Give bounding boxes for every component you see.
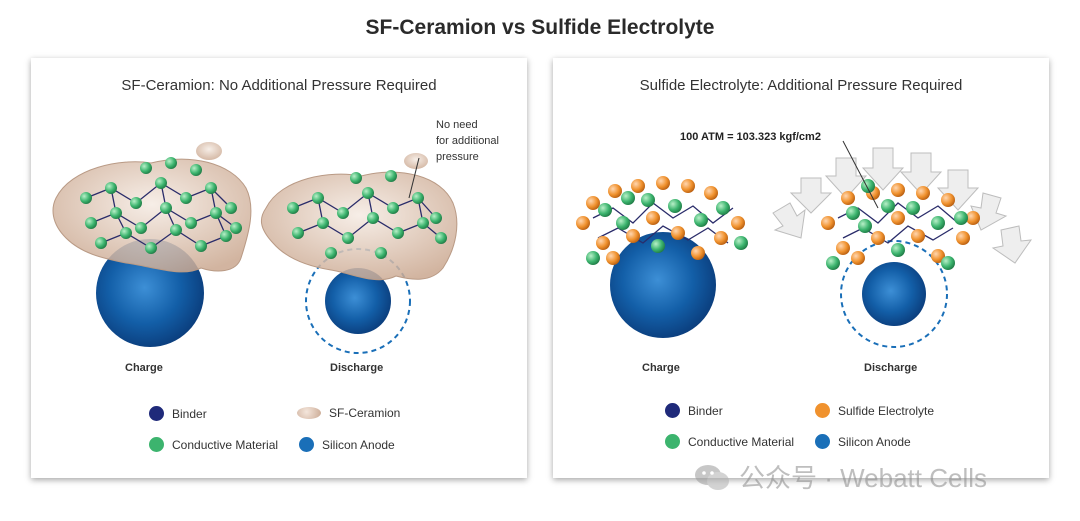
no-pressure-annotation: No need for additional pressure xyxy=(436,119,499,163)
electrolyte-layer-discharge xyxy=(821,179,980,270)
ceramion-blob-icon xyxy=(297,407,321,419)
legend-sf-ceramion: SF-Ceramion xyxy=(297,406,400,420)
legend-label: Silicon Anode xyxy=(838,434,911,449)
legend-label: SF-Ceramion xyxy=(329,406,401,420)
discharge-label: Discharge xyxy=(330,362,384,374)
silicon-anode-discharge xyxy=(325,268,391,334)
pressure-leader xyxy=(842,140,879,209)
silicon-dot-icon xyxy=(299,437,314,452)
sulfide-electrolyte-panel: Sulfide Electrolyte: Additional Pressure… xyxy=(553,58,1049,478)
pressure-arrows xyxy=(772,147,1033,264)
diagram-title: SF-Ceramion vs Sulfide Electrolyte xyxy=(365,16,715,39)
annotation-leader xyxy=(408,157,420,199)
anode-expansion-outline xyxy=(840,240,948,348)
conductive-network-discharge xyxy=(287,170,447,259)
legend-silicon-anode: Silicon Anode xyxy=(299,437,395,452)
legend-conductive-material: Conductive Material xyxy=(665,434,794,449)
sf-ceramion-illustration xyxy=(52,142,458,354)
legend-label: Conductive Material xyxy=(172,437,279,452)
arrow-icon xyxy=(772,202,806,239)
charge-label: Charge xyxy=(125,362,163,374)
ceramion-droplet xyxy=(196,142,222,160)
arrow-icon xyxy=(861,147,905,191)
sf-ceramion-panel: SF-Ceramion: No Additional Pressure Requ… xyxy=(31,58,527,478)
electrolyte-layer-charge xyxy=(576,176,748,265)
legend-silicon-anode: Silicon Anode xyxy=(815,434,911,449)
conductive-dot-icon xyxy=(149,437,164,452)
arrow-icon xyxy=(824,157,868,199)
watermark-text: 公众号 · Webatt Cells xyxy=(739,463,988,493)
legend-binder: Binder xyxy=(149,406,207,421)
wechat-icon xyxy=(695,464,729,490)
arrow-icon xyxy=(970,192,1008,231)
sulfide-electrolyte-illustration xyxy=(576,140,1033,348)
right-panel-heading: Sulfide Electrolyte: Additional Pressure… xyxy=(639,77,963,94)
charge-label: Charge xyxy=(642,362,680,374)
silicon-dot-icon xyxy=(815,434,830,449)
legend-label: Binder xyxy=(172,406,207,421)
legend-sulfide-electrolyte: Sulfide Electrolyte xyxy=(815,403,934,418)
conductive-dot-icon xyxy=(665,434,680,449)
binder-dot-icon xyxy=(665,403,680,418)
arrow-icon xyxy=(991,225,1033,264)
arrow-icon xyxy=(899,152,943,195)
legend-binder: Binder xyxy=(665,403,723,418)
legend-label: Silicon Anode xyxy=(322,437,395,452)
left-panel-heading: SF-Ceramion: No Additional Pressure Requ… xyxy=(121,77,437,94)
ceramion-droplet xyxy=(404,153,428,169)
binder-dot-icon xyxy=(149,406,164,421)
arrow-icon xyxy=(789,177,833,214)
silicon-anode-charge xyxy=(610,232,716,338)
silicon-anode-discharge xyxy=(862,262,926,326)
legend-label: Sulfide Electrolyte xyxy=(838,403,935,418)
discharge-label: Discharge xyxy=(864,362,918,374)
legend-conductive-material: Conductive Material xyxy=(149,437,278,452)
legend-label: Conductive Material xyxy=(688,434,795,449)
arrow-icon xyxy=(936,169,980,211)
legend-label: Binder xyxy=(688,403,723,418)
pressure-value-label: 100 ATM = 103.323 kgf/cm2 xyxy=(680,131,821,143)
watermark: 公众号 · Webatt Cells xyxy=(693,458,987,495)
sulfide-dot-icon xyxy=(815,403,830,418)
conductive-network-charge xyxy=(80,157,242,254)
